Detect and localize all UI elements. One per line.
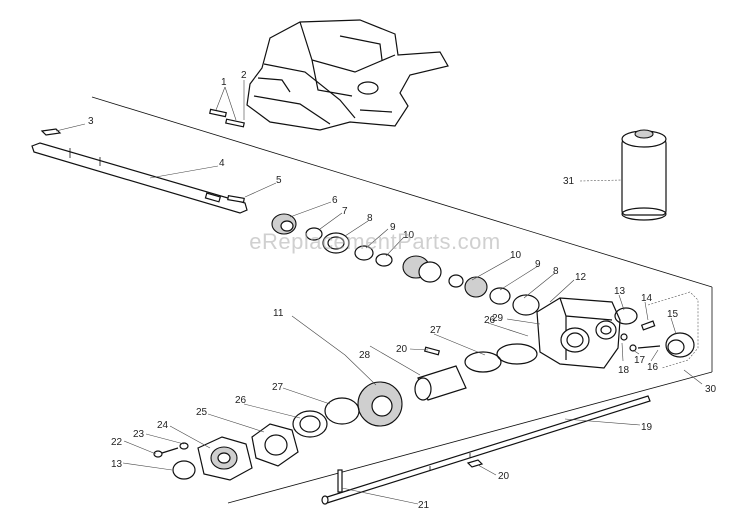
callout-1: 1	[221, 77, 227, 88]
callout-9: 9	[390, 222, 396, 233]
ring-10-part	[375, 253, 393, 267]
callout-16: 16	[647, 362, 659, 373]
key-20-upper	[423, 346, 441, 356]
callout-9b: 9	[535, 259, 541, 270]
callout-25: 25	[196, 407, 208, 418]
cap-15-part	[665, 332, 695, 358]
callout-13-lower: 13	[111, 459, 123, 470]
callout-2: 2	[241, 70, 247, 81]
washer-7-part	[305, 227, 323, 241]
oil-bottle	[621, 129, 667, 221]
callout-24: 24	[157, 420, 169, 431]
callout-27-lower: 27	[272, 382, 284, 393]
callout-18: 18	[618, 365, 630, 376]
callout-4: 4	[219, 158, 225, 169]
key-20-lower	[466, 459, 484, 468]
callout-26-lower: 26	[235, 395, 247, 406]
callout-19: 19	[641, 422, 653, 433]
callout-8b: 8	[553, 266, 559, 277]
bearing-8-part	[322, 232, 350, 254]
callout-20-lower: 20	[498, 471, 510, 482]
gear-cluster	[402, 255, 540, 316]
main-shaft	[31, 142, 248, 214]
callout-30: 30	[705, 384, 717, 395]
small-gear	[271, 213, 297, 235]
washer-27-lower	[324, 397, 360, 425]
gearbox-housing	[536, 297, 621, 369]
callout-28: 28	[359, 350, 371, 361]
callout-26-upper: 26	[484, 315, 496, 326]
washer-26-upper	[496, 343, 538, 365]
pin-21-part	[337, 469, 343, 493]
callout-14: 14	[641, 293, 653, 304]
callout-20-upper: 20	[396, 344, 408, 355]
callout-21: 21	[418, 500, 430, 511]
callout-7: 7	[342, 206, 348, 217]
callout-31: 31	[563, 176, 575, 187]
callout-labels: 1 2 3 4 5 6 7 8 9 10 10 9 8 12 13 14 15 …	[88, 70, 717, 511]
callout-6: 6	[332, 195, 338, 206]
bearing-26-lower	[292, 410, 328, 438]
pins	[209, 108, 245, 128]
seal-13-lower	[172, 460, 196, 480]
callout-23: 23	[133, 429, 145, 440]
callout-12: 12	[575, 272, 587, 283]
callout-27-upper: 27	[430, 325, 442, 336]
screw-22-23	[153, 442, 189, 458]
bearing-cap-24	[197, 436, 253, 481]
callout-10: 10	[403, 230, 415, 241]
callout-22: 22	[111, 437, 123, 448]
large-gear	[357, 381, 403, 427]
leader-lines	[55, 80, 703, 505]
bolt-16-17	[620, 333, 661, 352]
callout-11: 11	[273, 308, 284, 319]
key-part	[40, 128, 62, 136]
cover-outline	[647, 291, 699, 369]
callout-17: 17	[634, 355, 646, 366]
callout-29: 29	[492, 313, 504, 324]
callout-13-upper: 13	[614, 286, 626, 297]
washer-27-upper	[464, 351, 502, 373]
assembly-frame-lines	[91, 96, 713, 504]
callout-5: 5	[276, 175, 282, 186]
seal-13-part	[614, 307, 638, 325]
callout-3: 3	[88, 116, 94, 127]
callout-10b: 10	[510, 250, 522, 261]
key-5-part	[227, 194, 245, 204]
callout-15: 15	[667, 309, 679, 320]
callout-8: 8	[367, 213, 373, 224]
rod-19	[321, 395, 651, 505]
part-14	[640, 320, 656, 331]
gasket-25-part	[251, 423, 299, 467]
housing-bracket	[246, 19, 449, 131]
ring-9-part	[354, 245, 374, 261]
bushing-28-part	[414, 365, 467, 401]
